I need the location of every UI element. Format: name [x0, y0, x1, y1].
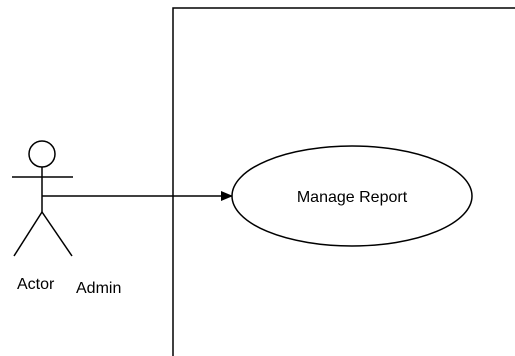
use-case-ellipse	[231, 145, 473, 247]
actor-label-part-2: Admin	[76, 280, 121, 297]
actor-label-part-1: Actor	[17, 276, 55, 293]
use-case-label: Manage Report	[297, 189, 408, 206]
actor-left-leg	[13, 211, 43, 257]
system-boundary	[172, 7, 515, 356]
use-case-manage-report: Manage Report	[231, 145, 473, 247]
actor-right-leg	[41, 211, 73, 257]
actor-head	[28, 140, 56, 168]
actor-admin: Actor Admin	[12, 140, 121, 297]
